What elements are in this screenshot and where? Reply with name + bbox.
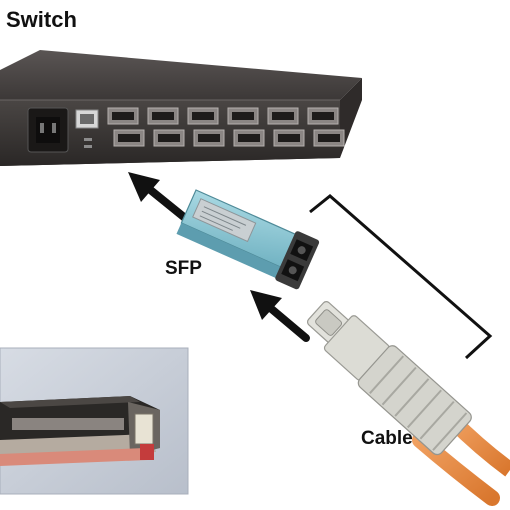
sfp-port-opening: [278, 134, 300, 142]
sfp-port-opening: [192, 112, 214, 120]
lc-fiber-cable-icon: [306, 301, 510, 506]
sfp-port-opening: [238, 134, 260, 142]
sfp-port-opening: [232, 112, 254, 120]
sfp-port-opening: [312, 112, 334, 120]
sfp-transceiver-icon: [176, 189, 320, 290]
sfp-port-opening: [118, 134, 140, 142]
sfp-port-opening: [318, 134, 340, 142]
sfp-port-opening: [158, 134, 180, 142]
sfp-photo-inset: [0, 347, 189, 495]
switch-label: Switch: [6, 7, 77, 32]
sfp-port-grid: [107, 107, 345, 147]
cable-bracket-line: [309, 194, 493, 360]
sfp-port-opening: [198, 134, 220, 142]
sfp-port-opening: [272, 112, 294, 120]
arrow-to-switch-icon: [128, 172, 194, 226]
sfp-port-opening: [152, 112, 174, 120]
sfp-port-opening: [112, 112, 134, 120]
arrow-to-sfp-icon: [250, 290, 310, 342]
network-switch-icon: [0, 50, 362, 166]
sfp-label: SFP: [165, 258, 202, 279]
cable-label: Cable: [361, 428, 413, 449]
